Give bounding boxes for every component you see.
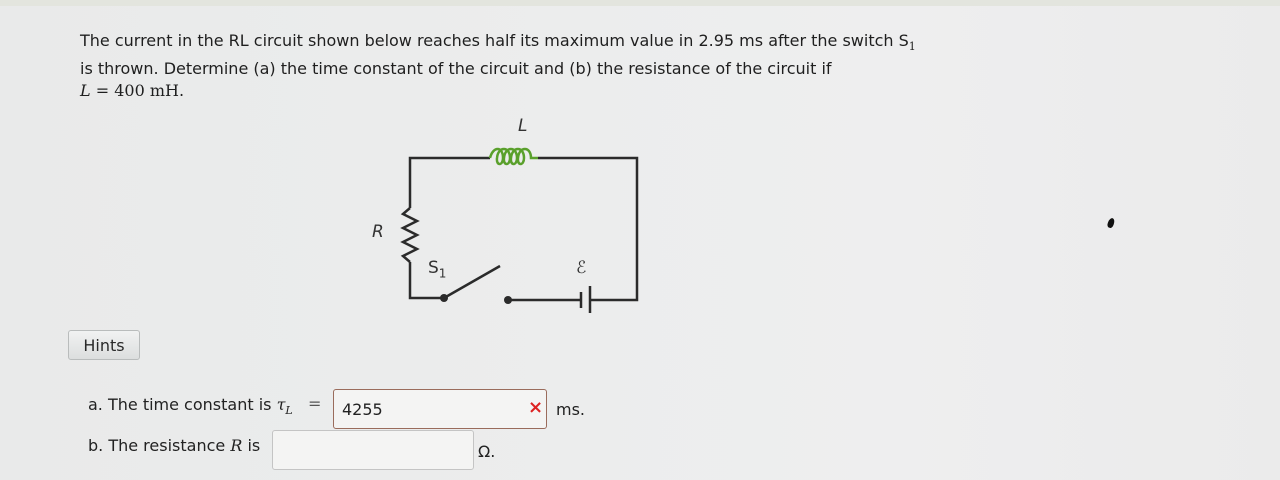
switch-label-subscript: 1: [438, 266, 447, 281]
problem-line-2: is thrown. Determine (a) the time consta…: [80, 59, 832, 79]
time-constant-input[interactable]: [333, 389, 547, 429]
resistance-symbol: R: [230, 436, 243, 455]
circuit-diagram: [400, 147, 639, 314]
resistance-unit: Ω.: [478, 442, 496, 461]
tau-symbol: τ: [276, 395, 286, 414]
inductor-coil: [488, 147, 538, 166]
question-b-prefix: b. The resistance: [88, 436, 231, 455]
hints-button[interactable]: Hints: [68, 330, 140, 360]
wire-top-left: [408, 156, 490, 208]
tau-subscript: L: [285, 404, 293, 418]
resistance-input[interactable]: [272, 430, 474, 470]
switch-arm: [443, 264, 501, 300]
wire-top-right: [538, 156, 639, 302]
emf-label: ℰ: [576, 258, 587, 278]
switch-contact: [504, 296, 512, 304]
switch-label-letter: S: [428, 258, 439, 278]
time-constant-unit: ms.: [556, 400, 586, 419]
inductance-variable: L: [80, 81, 91, 101]
resistor-zigzag: [400, 207, 420, 263]
question-b-label: b. The resistance R is: [88, 436, 260, 455]
question-b-suffix: is: [242, 436, 261, 455]
mouse-cursor-icon: [1106, 217, 1116, 229]
wire-bottom-left: [408, 262, 444, 300]
x-icon: ×: [528, 397, 544, 418]
problem-line-3: L = 400 mH.: [80, 80, 960, 102]
resistor-label: R: [372, 222, 384, 242]
problem-line-1: The current in the RL circuit shown belo…: [80, 30, 960, 58]
inductor-label: L: [518, 116, 528, 136]
question-a-label: a. The time constant is τL: [88, 395, 293, 417]
question-a-prefix: a. The time constant is: [88, 395, 277, 414]
equals-sign: =: [308, 394, 322, 413]
switch-subscript: 1: [908, 40, 916, 54]
switch-label: S1: [428, 258, 446, 280]
problem-statement: The current in the RL circuit shown belo…: [80, 30, 960, 102]
rl-circuit-figure: L R S1 ℰ: [360, 108, 660, 314]
top-strip: [0, 0, 1280, 6]
problem-line-1-text: The current in the RL circuit shown belo…: [80, 31, 909, 50]
inductance-value: = 400 mH.: [90, 81, 185, 101]
